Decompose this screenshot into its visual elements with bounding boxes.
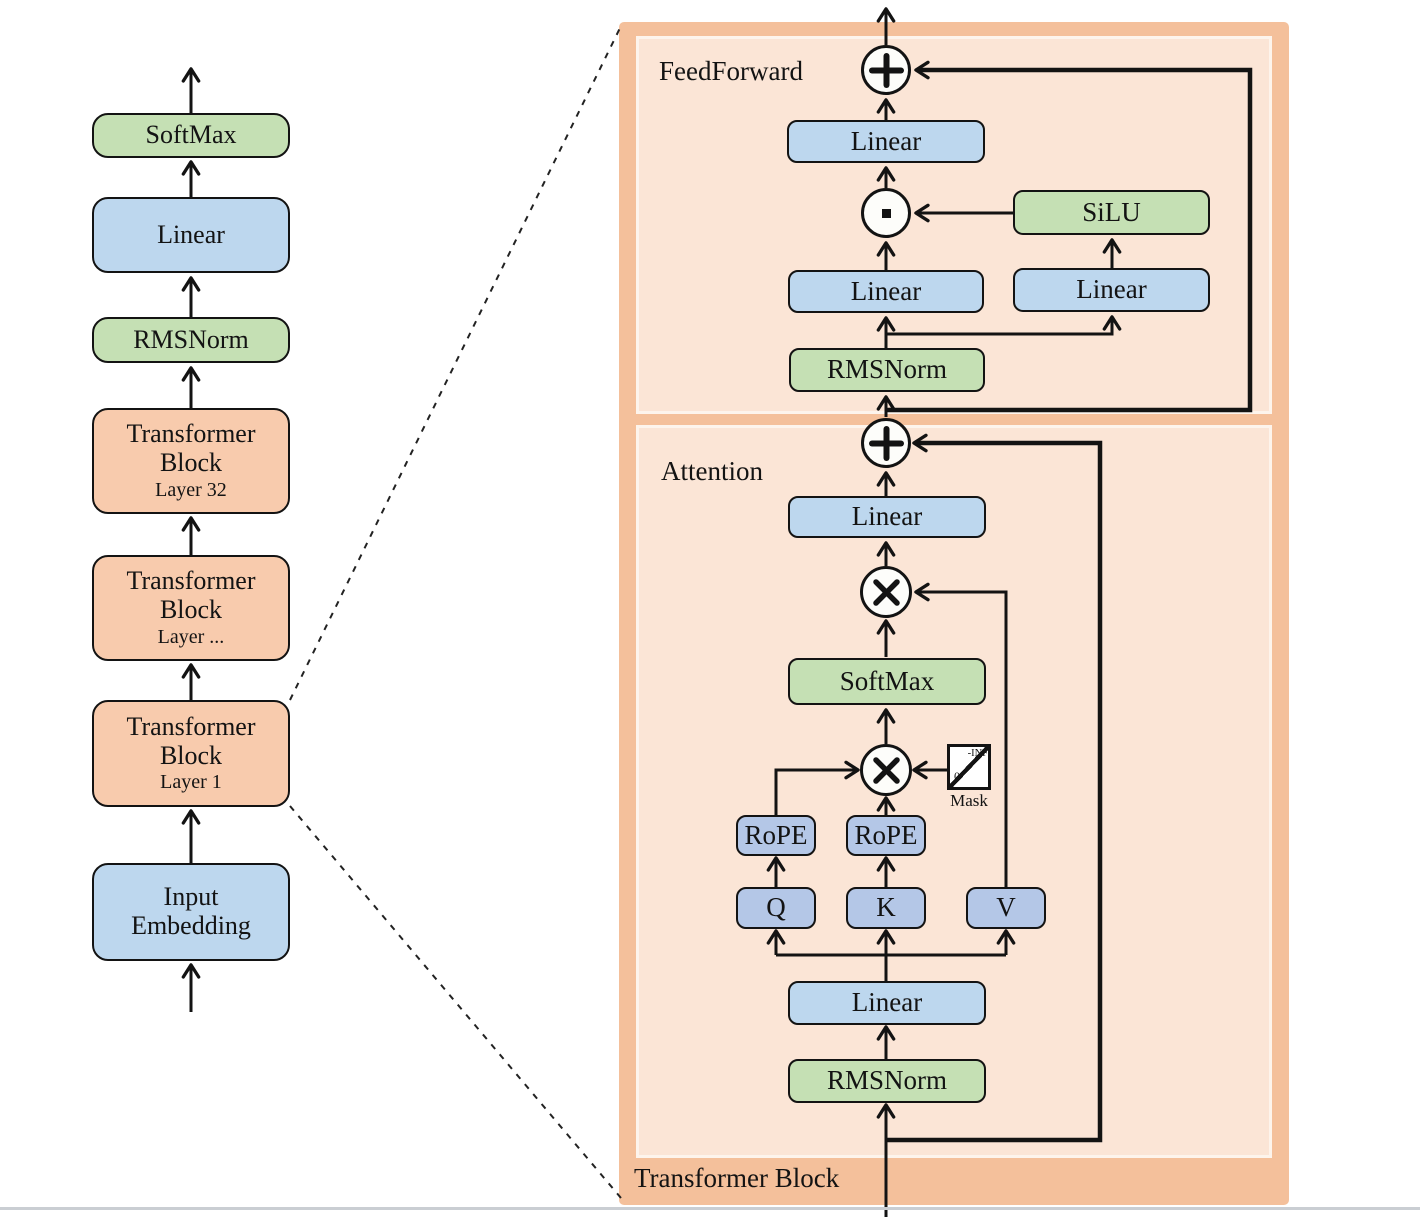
matmul-multiply-icon — [860, 744, 912, 796]
attention-residual-line — [886, 433, 1103, 1143]
elementwise-multiply-icon — [861, 188, 911, 238]
qkv-fanout-line — [776, 953, 1006, 981]
ff-linear-gate-label: Linear — [850, 275, 922, 306]
ff-linear-out-box: Linear — [787, 120, 985, 163]
mask-neg-inf-label: -INF — [967, 748, 988, 759]
tb32-line2: Block — [159, 448, 223, 477]
arrow-ropeq-to-matmul — [774, 760, 860, 815]
transformer-block-layer32: Transformer Block Layer 32 — [92, 408, 290, 514]
input-embedding-line2: Embedding — [131, 911, 251, 940]
mask-zero-label: 0 — [954, 769, 960, 783]
attn-linear-out-label: Linear — [851, 501, 923, 532]
attention-label: Attention — [661, 456, 763, 486]
tbmid-sublabel: Layer ... — [157, 625, 225, 648]
tb1-sublabel: Layer 1 — [160, 771, 222, 794]
left-linear-block: Linear — [92, 197, 290, 273]
attention-panel — [636, 425, 1272, 1158]
dashed-guide-bottom — [289, 805, 622, 1199]
v-box: V — [966, 887, 1046, 929]
input-embedding-line1: Input — [163, 882, 219, 912]
window-bottom-edge — [0, 1207, 1420, 1210]
tbmid-line1: Transformer — [126, 566, 256, 596]
ff-rmsnorm-box: RMSNorm — [789, 348, 985, 392]
tb1-line1: Transformer — [126, 711, 256, 741]
attn-rmsnorm-label: RMSNorm — [826, 1065, 948, 1096]
dashed-guide-top — [289, 25, 622, 701]
left-linear-label: Linear — [157, 219, 225, 249]
left-rmsnorm-block: RMSNorm — [92, 317, 290, 363]
branch-rmsnorm-to-up — [886, 315, 1122, 336]
mask-label: Mask — [950, 791, 988, 810]
ff-linear-gate-box: Linear — [788, 270, 984, 313]
transformer-block-label: Transformer Block — [634, 1163, 840, 1193]
transformer-block-layer1: Transformer Block Layer 1 — [92, 700, 290, 807]
rope-q-label: RoPE — [744, 819, 808, 850]
feedforward-label: FeedForward — [659, 56, 803, 86]
rope-k-label: RoPE — [854, 819, 918, 850]
tb32-sublabel: Layer 32 — [155, 478, 227, 501]
q-label: Q — [766, 892, 786, 923]
attn-linear-in-label: Linear — [851, 987, 923, 1018]
silu-box: SiLU — [1013, 190, 1210, 235]
k-box: K — [846, 887, 926, 929]
rope-q-box: RoPE — [736, 815, 816, 856]
add-icon — [861, 418, 911, 468]
q-box: Q — [736, 887, 816, 929]
left-softmax-label: SoftMax — [145, 120, 237, 150]
left-softmax-block: SoftMax — [92, 113, 290, 158]
silu-label: SiLU — [1082, 196, 1141, 227]
attn-rmsnorm-box: RMSNorm — [788, 1059, 986, 1103]
attn-linear-in-box: Linear — [788, 981, 986, 1025]
ff-linear-out-label: Linear — [850, 125, 922, 156]
v-label: V — [996, 892, 1016, 923]
tb32-line1: Transformer — [126, 419, 256, 449]
left-rmsnorm-label: RMSNorm — [133, 324, 249, 354]
ff-linear-up-label: Linear — [1076, 274, 1147, 305]
attn-softmax-label: SoftMax — [839, 665, 935, 696]
add-icon — [861, 45, 911, 95]
arrow-v-to-matmul — [914, 582, 1008, 887]
matmul-multiply-icon — [860, 566, 912, 618]
transformer-block-layer-mid: Transformer Block Layer ... — [92, 555, 290, 661]
input-embedding-block: Input Embedding — [92, 863, 290, 961]
attn-linear-out-box: Linear — [788, 496, 986, 538]
ff-rmsnorm-label: RMSNorm — [826, 354, 948, 385]
ff-residual-line — [886, 60, 1253, 413]
tbmid-line2: Block — [159, 595, 223, 624]
causal-mask-icon: -INF 0 — [947, 744, 991, 790]
attn-softmax-box: SoftMax — [788, 658, 986, 705]
ff-linear-up-box: Linear — [1013, 268, 1210, 312]
k-label: K — [876, 892, 896, 923]
tb1-line2: Block — [159, 740, 223, 770]
rope-k-box: RoPE — [846, 815, 926, 856]
